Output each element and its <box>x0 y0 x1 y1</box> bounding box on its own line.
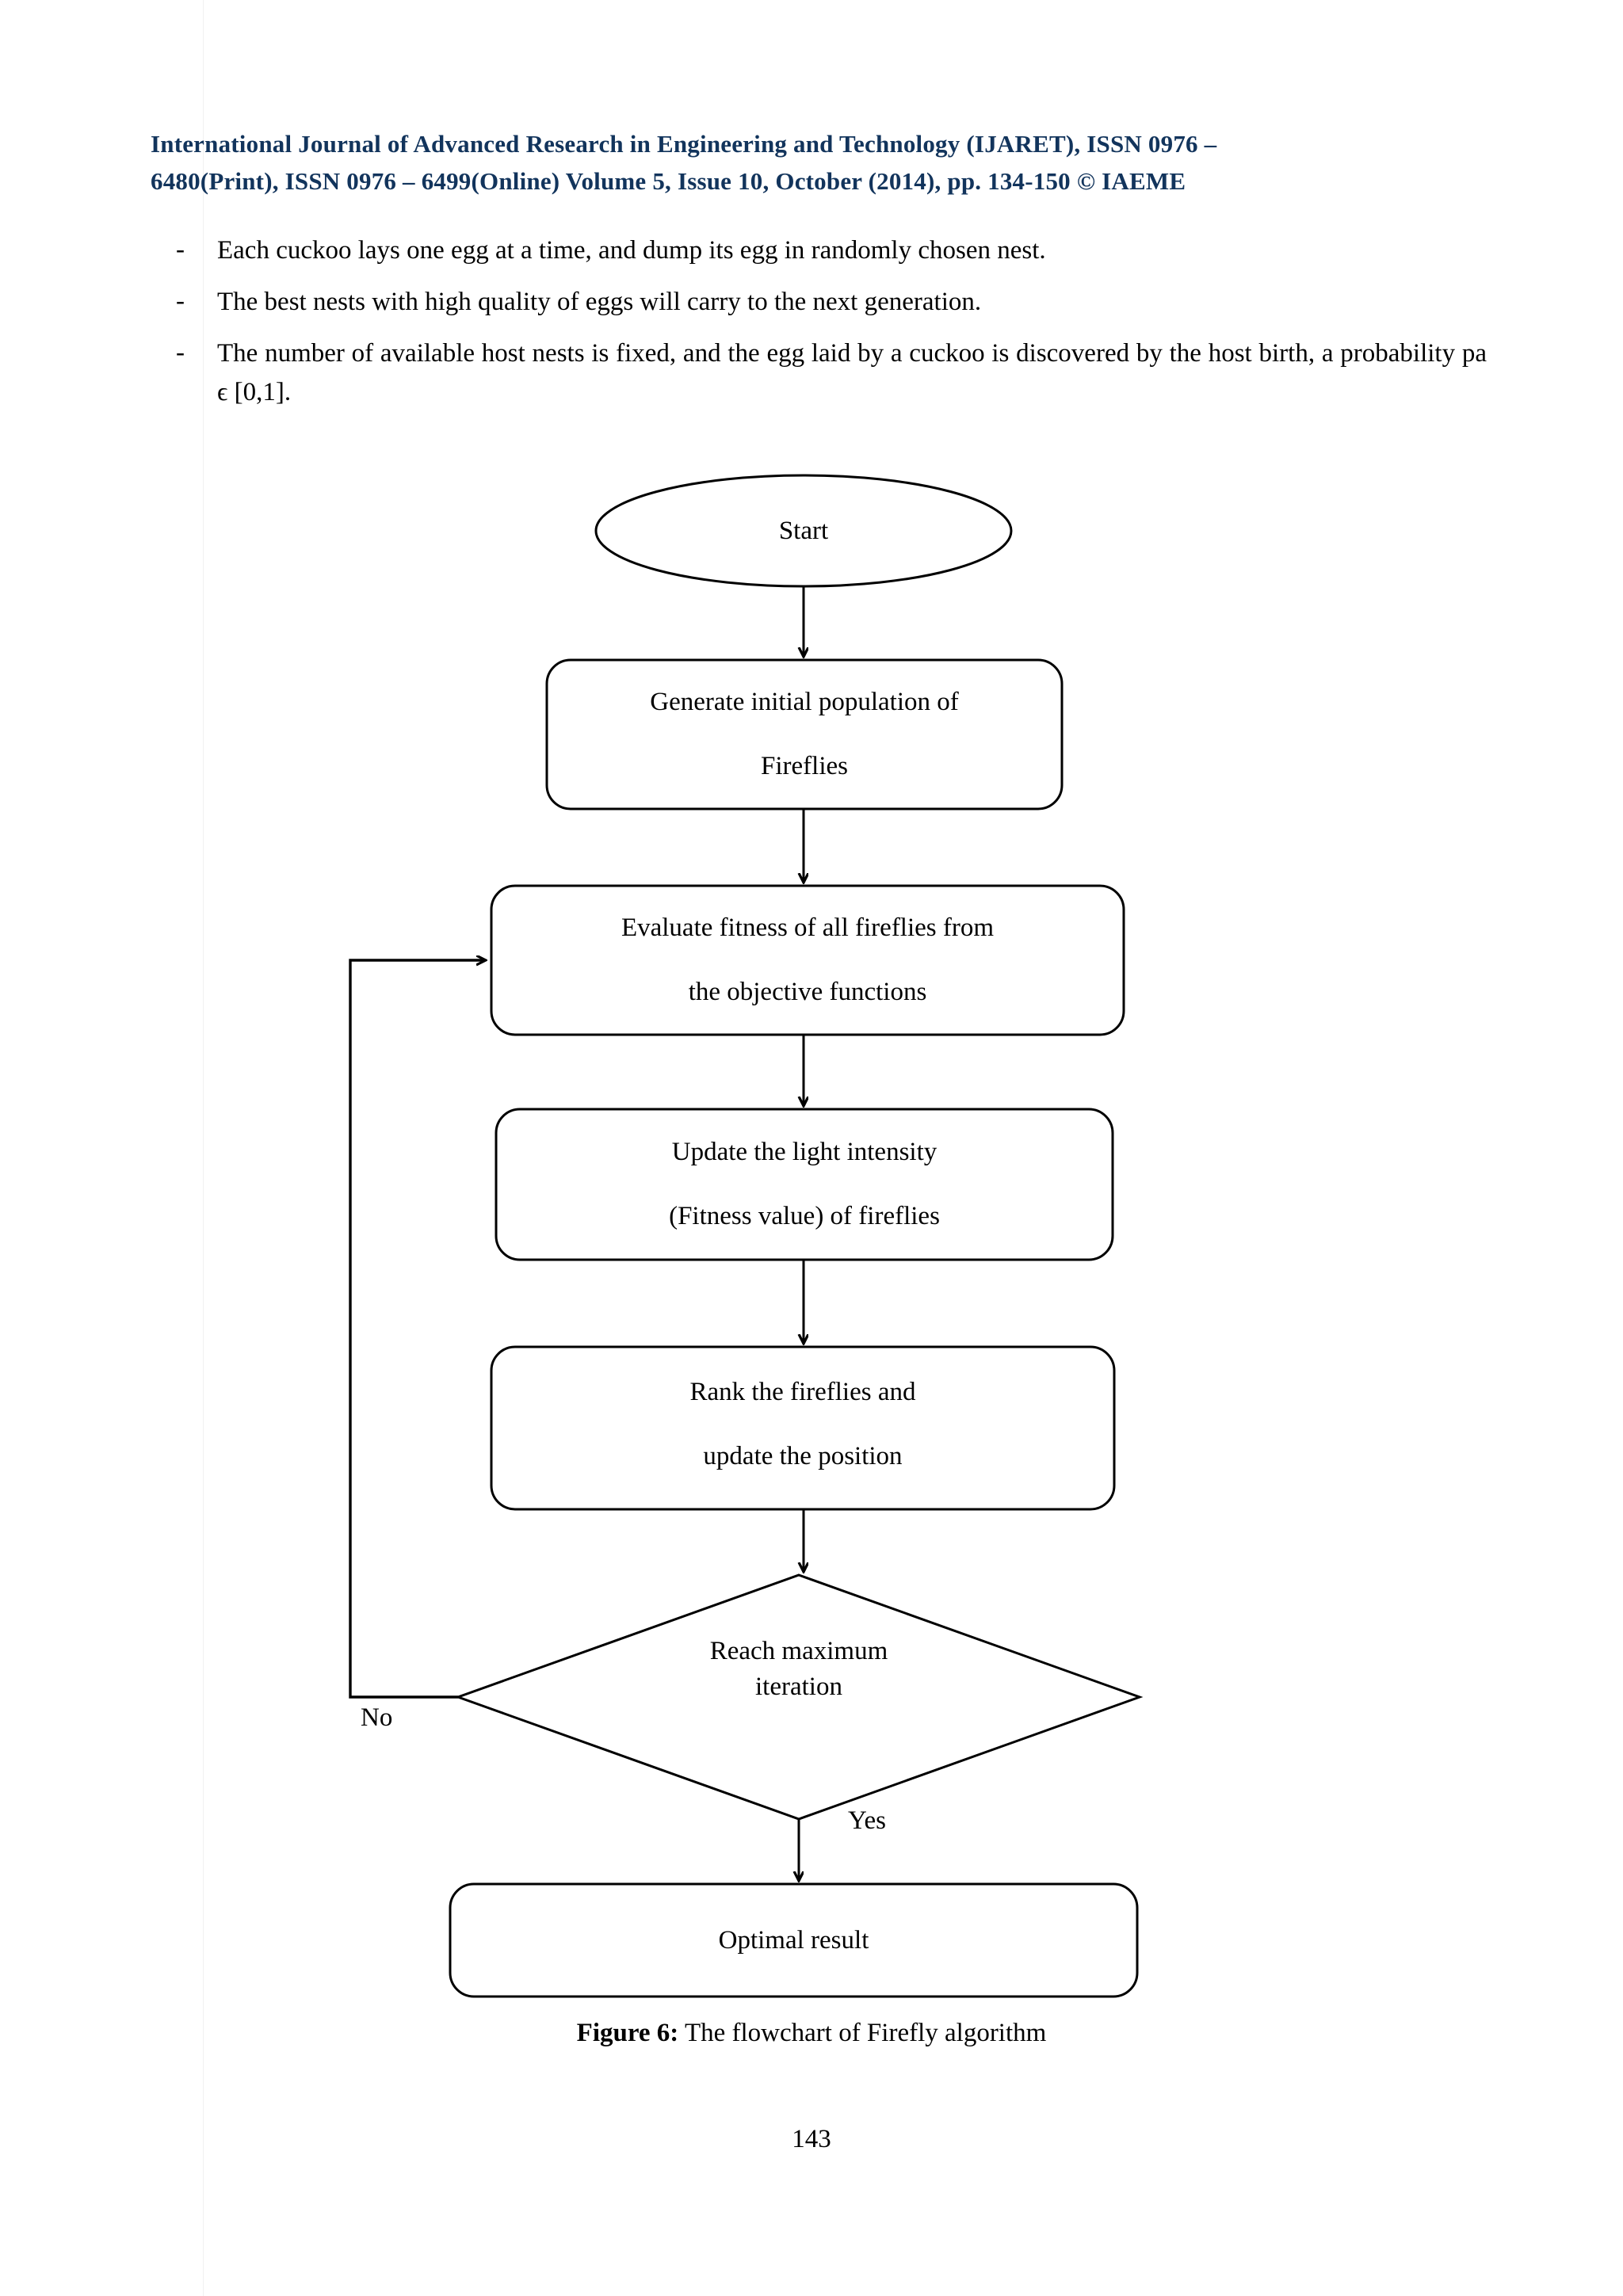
assumption-bullet-list: - Each cuckoo lays one egg at a time, an… <box>155 231 1487 425</box>
node-update-shape <box>495 1108 1114 1261</box>
figure-caption: Figure 6: The flowchart of Firefly algor… <box>0 2019 1623 2048</box>
edge-label-yes: Yes <box>848 1806 887 1835</box>
figure-caption-text: The flowchart of Firefly algorithm <box>678 2019 1047 2047</box>
list-item-text: The best nests with high quality of eggs… <box>217 288 982 317</box>
list-item: - The number of available host nests is … <box>155 334 1487 410</box>
node-result-shape <box>449 1882 1139 1998</box>
journal-header-line-2: 6480(Print), ISSN 0976 – 6499(Online) Vo… <box>151 167 1186 196</box>
node-generate-shape <box>545 658 1064 810</box>
bullet-dash-marker: - <box>176 287 185 316</box>
bullet-dash-marker: - <box>176 338 185 368</box>
edge-label-no: No <box>361 1703 393 1732</box>
journal-running-header: International Journal of Advanced Resear… <box>151 125 1490 200</box>
list-item-text: Each cuckoo lays one egg at a time, and … <box>217 236 1046 265</box>
list-item: - The best nests with high quality of eg… <box>155 283 1487 321</box>
journal-header-line-1: International Journal of Advanced Resear… <box>151 130 1217 158</box>
node-rank-shape <box>490 1345 1116 1511</box>
figure-caption-number: Figure 6: <box>576 2019 679 2047</box>
node-decision-shape <box>454 1573 1144 1821</box>
bullet-dash-marker: - <box>176 235 185 264</box>
node-start-shape <box>594 474 1013 588</box>
edge-decision-no-loopback <box>349 960 485 1699</box>
list-item: - Each cuckoo lays one egg at a time, an… <box>155 231 1487 269</box>
node-evaluate-shape <box>490 884 1125 1036</box>
page-number: 143 <box>792 2125 831 2153</box>
page-scan-seam <box>203 0 204 2296</box>
list-item-text: The number of available host nests is fi… <box>217 339 1487 406</box>
